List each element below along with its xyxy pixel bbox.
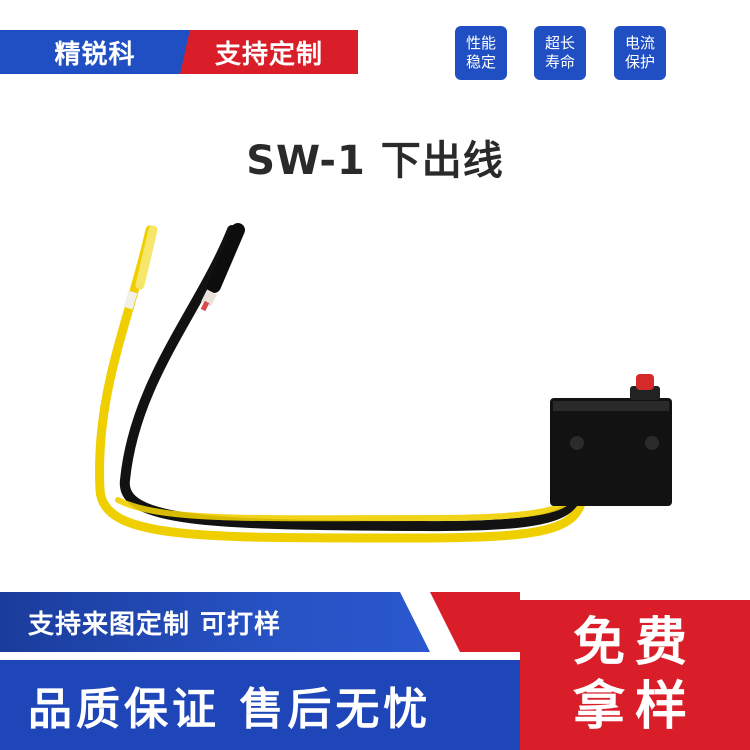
feature-line: 保护 bbox=[624, 53, 655, 71]
switch-body bbox=[550, 398, 672, 506]
wire-insulation-white bbox=[123, 290, 138, 310]
black-wire-band-red bbox=[200, 300, 210, 312]
mount-hole-left bbox=[570, 436, 584, 450]
feature-line: 性能 bbox=[465, 34, 496, 52]
free-sample-badge: 免费 拿样 bbox=[520, 600, 750, 750]
top-bar: 精锐科 支持定制 性能 稳定 超长 寿命 电流 保护 bbox=[0, 0, 750, 80]
feature-badge-long-life: 超长 寿命 bbox=[534, 26, 586, 80]
feature-line: 电流 bbox=[624, 34, 655, 52]
yellow-wire-rear bbox=[115, 492, 575, 522]
feature-line: 超长 bbox=[544, 34, 575, 52]
actuator-base bbox=[630, 386, 660, 400]
free-sample-line1: 免费 bbox=[572, 613, 697, 673]
guarantee-banner: 品质保证 售后无忧 bbox=[0, 660, 520, 750]
product-title: SW-1 下出线 bbox=[246, 138, 504, 184]
switch-body-highlight bbox=[553, 401, 669, 411]
actuator-button bbox=[636, 374, 654, 390]
black-wire-end bbox=[207, 223, 245, 293]
custom-label: 支持定制 bbox=[214, 39, 323, 70]
guarantee-text: 品质保证 售后无忧 bbox=[28, 684, 432, 735]
feature-badge-current-protection: 电流 保护 bbox=[614, 26, 666, 80]
support-banner: 支持来图定制 可打样 bbox=[0, 592, 430, 652]
free-sample-line2: 拿样 bbox=[572, 677, 697, 737]
feature-badge-stable: 性能 稳定 bbox=[455, 26, 507, 80]
yellow-wire bbox=[95, 225, 587, 543]
support-text: 支持来图定制 可打样 bbox=[28, 609, 282, 640]
mount-hole-right bbox=[645, 436, 659, 450]
yellow-wire-end bbox=[135, 225, 158, 290]
custom-tab: 支持定制 bbox=[180, 30, 358, 74]
brand-name: 精锐科 bbox=[54, 39, 136, 70]
feature-line: 稳定 bbox=[465, 53, 496, 71]
black-wire bbox=[119, 225, 580, 532]
feature-line: 寿命 bbox=[544, 53, 575, 71]
micro-switch-image bbox=[95, 223, 672, 543]
brand-tab: 精锐科 bbox=[0, 30, 190, 74]
